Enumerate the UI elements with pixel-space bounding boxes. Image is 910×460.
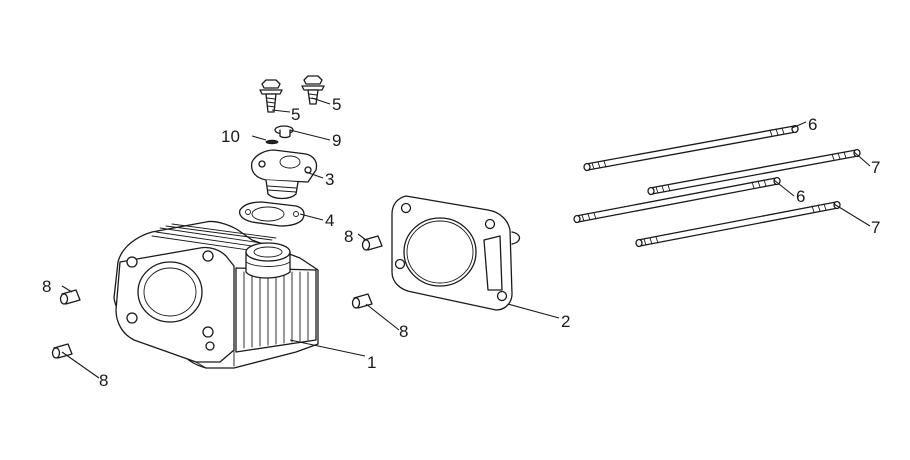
callout-10: 10 [221, 127, 240, 146]
stud-lower-7 [635, 200, 841, 248]
cylinder-gasket [391, 195, 521, 311]
callout-2: 2 [561, 312, 570, 331]
callout-7-upper: 7 [871, 158, 880, 177]
callout-5-left: 5 [291, 105, 300, 124]
callout-8-left-upper: 8 [42, 277, 51, 296]
flange-bolt-right [301, 75, 325, 105]
chain-tensioner [250, 149, 318, 200]
callout-3: 3 [325, 170, 334, 189]
callout-8-upper: 8 [344, 227, 353, 246]
stud-lower-6 [573, 176, 781, 224]
callout-4: 4 [325, 211, 334, 230]
callout-6-upper: 6 [808, 115, 817, 134]
callout-6-lower: 6 [796, 187, 805, 206]
tensioner-gasket [238, 201, 305, 227]
dowel-pin-a [59, 289, 81, 305]
callout-1: 1 [367, 353, 376, 372]
o-ring [265, 139, 279, 145]
flange-bolt-left [259, 79, 283, 113]
callout-8-center: 8 [399, 322, 408, 341]
dowel-pin-b [51, 343, 73, 359]
callout-7-lower: 7 [871, 218, 880, 237]
callout-9: 9 [332, 131, 341, 150]
sealing-washer [274, 125, 294, 139]
leader-lines [61, 97, 871, 379]
dowel-pin-d [361, 235, 383, 251]
cylinder-block [113, 220, 319, 369]
callout-5-right: 5 [332, 95, 341, 114]
stud-upper-6 [583, 124, 799, 172]
callout-8-left-lower: 8 [99, 371, 108, 390]
